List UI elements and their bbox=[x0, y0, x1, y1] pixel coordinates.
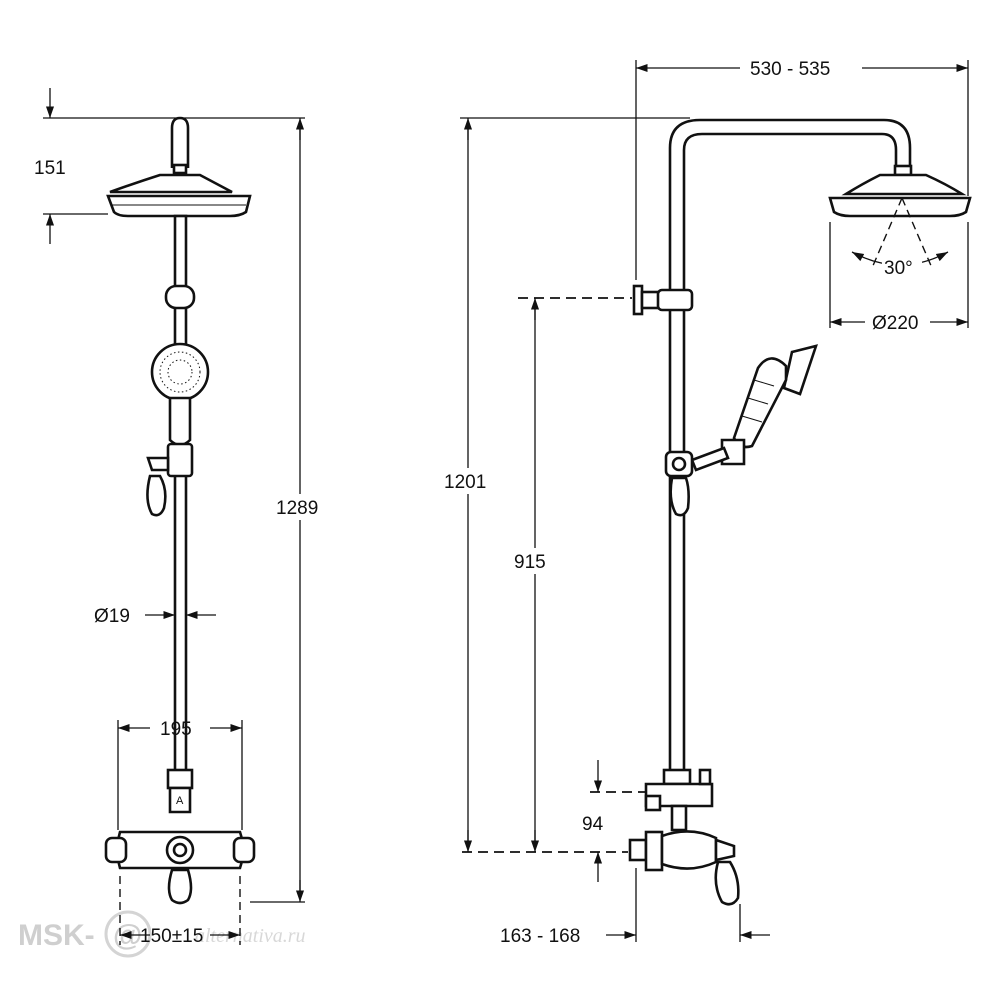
dim-195-label: 195 bbox=[160, 719, 192, 740]
front-hand-shower-nozzles bbox=[159, 351, 201, 393]
side-mixer-wall-nut bbox=[628, 838, 648, 862]
side-hand-shower-holder-arm bbox=[690, 446, 730, 472]
side-mixer-body bbox=[660, 830, 718, 870]
dim-530-label: 530 - 535 bbox=[750, 59, 830, 80]
dim-915-label: 915 bbox=[514, 552, 546, 573]
spray-angle-label-bg bbox=[882, 256, 922, 278]
side-hand-shower-handle bbox=[732, 357, 788, 449]
front-left-inlet bbox=[104, 836, 128, 864]
side-slider-lever bbox=[669, 476, 690, 517]
dim-1289-label: 1289 bbox=[276, 498, 318, 519]
watermark-brand: MSK- bbox=[18, 919, 95, 952]
front-slider-lever bbox=[146, 474, 167, 517]
dim-163-label: 163 - 168 bbox=[500, 926, 580, 947]
side-wall-bracket-clamp bbox=[656, 288, 694, 312]
dim-220-label: Ø220 bbox=[872, 313, 918, 334]
dim-1289-label-bg bbox=[272, 494, 328, 520]
front-top-stub bbox=[170, 116, 190, 168]
side-head-collar bbox=[893, 164, 913, 177]
watermark: MSK- @ alternativa.ru bbox=[18, 910, 306, 958]
front-lower-fitting bbox=[168, 786, 192, 814]
front-upper-bracket bbox=[164, 284, 196, 310]
side-slider-screw bbox=[671, 456, 687, 472]
side-view: 30° 530 - 535 bbox=[440, 59, 972, 947]
side-diverter-stem bbox=[670, 804, 688, 832]
dim-151-label: 151 bbox=[34, 158, 66, 179]
dim-1201-label-bg bbox=[440, 468, 496, 494]
watermark-circle bbox=[104, 910, 152, 958]
dim-94-label: 94 bbox=[582, 814, 604, 835]
dim-19-label: Ø19 bbox=[94, 606, 130, 627]
side-diverter-knob bbox=[698, 768, 712, 786]
front-top-collar bbox=[172, 163, 188, 175]
dim-915-label-bg bbox=[510, 548, 560, 574]
dim-150-label: 150±15 bbox=[140, 926, 203, 947]
side-handle-ring-2 bbox=[747, 397, 769, 405]
front-hand-shower-nozzles-inner bbox=[167, 359, 193, 385]
dim-30-label: 30° bbox=[884, 258, 913, 279]
side-diverter-nut bbox=[662, 768, 692, 786]
side-head-dome bbox=[841, 173, 967, 196]
front-hand-shower-handle bbox=[168, 396, 192, 447]
front-head-dome bbox=[109, 173, 233, 194]
side-mixer-flange bbox=[644, 830, 664, 872]
dim-1201-label: 1201 bbox=[444, 472, 486, 493]
side-diverter-outlet bbox=[644, 794, 662, 812]
side-mixer-cap bbox=[714, 838, 736, 862]
front-view: A 151 1289 Ø19 195 bbox=[34, 88, 328, 947]
front-lower-mark: A bbox=[176, 795, 184, 807]
front-hose-holder bbox=[166, 442, 194, 478]
side-handle-ring-3 bbox=[741, 415, 763, 423]
side-riser-and-arm-inner bbox=[682, 132, 898, 770]
side-handle-ring-1 bbox=[753, 379, 775, 387]
front-lower-nut bbox=[166, 768, 194, 790]
watermark-site: alternativa.ru bbox=[195, 925, 306, 947]
front-mixer-lever bbox=[167, 868, 193, 905]
front-mixer-center-dot bbox=[172, 842, 188, 858]
front-slider-knob bbox=[146, 456, 170, 472]
front-right-inlet bbox=[232, 836, 256, 864]
side-head-plate bbox=[828, 196, 972, 218]
side-mixer-lever bbox=[714, 860, 740, 906]
front-head-plate bbox=[106, 194, 252, 218]
